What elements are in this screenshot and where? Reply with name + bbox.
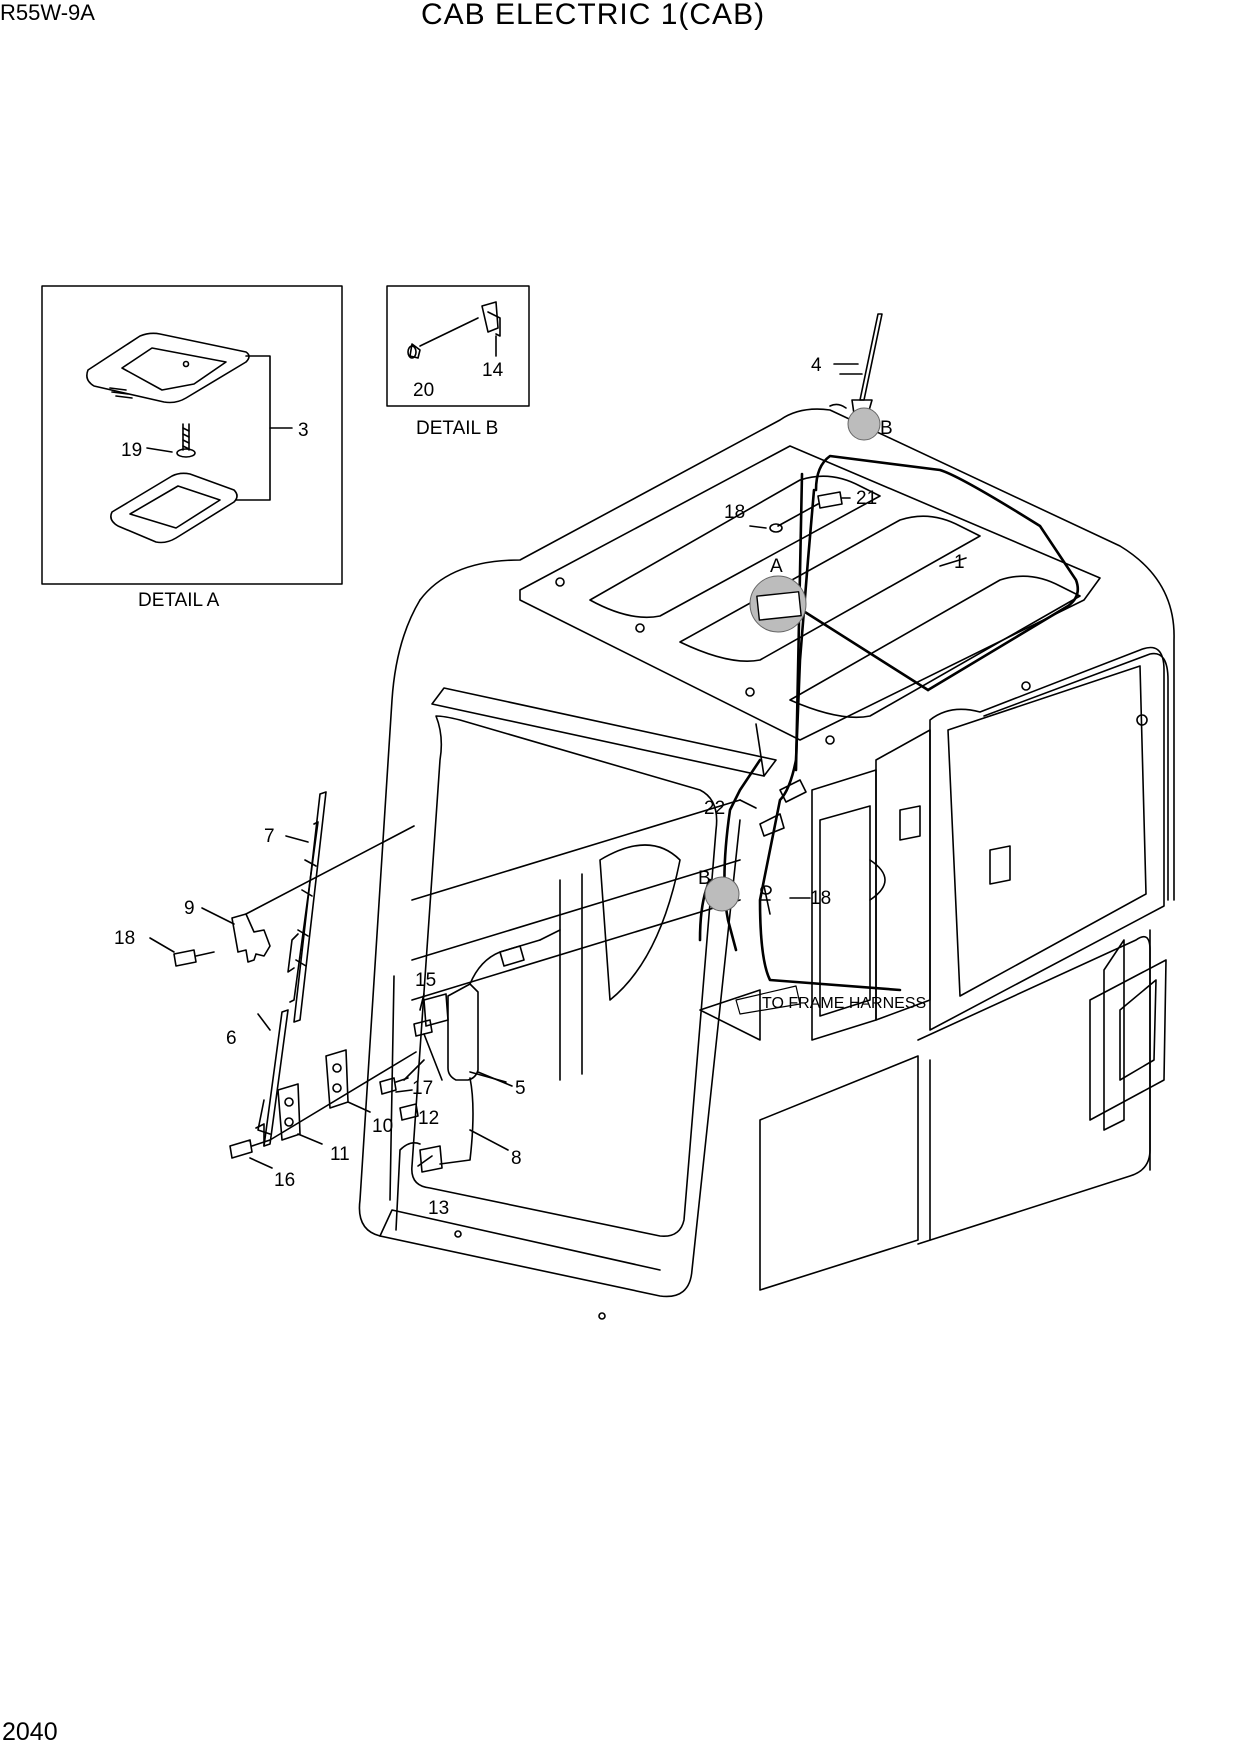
callout-17: 17 bbox=[412, 1078, 433, 1099]
callout-20: 20 bbox=[413, 380, 434, 401]
wiper-motor-drawing bbox=[379, 929, 561, 1231]
callout-18-left: 18 bbox=[114, 928, 135, 949]
leader-11 bbox=[297, 1133, 323, 1145]
callout-b-pillar: B bbox=[698, 868, 711, 889]
page-number: 2040 bbox=[2, 1718, 58, 1746]
callout-18-pillar: 18 bbox=[810, 888, 831, 909]
leader-10 bbox=[347, 1101, 371, 1113]
leader-12 bbox=[395, 1089, 413, 1093]
callout-19: 19 bbox=[121, 440, 142, 461]
callout-4: 4 bbox=[811, 355, 822, 376]
callout-9: 9 bbox=[184, 898, 195, 919]
callout-8: 8 bbox=[511, 1148, 522, 1169]
view-marker-b-pillar bbox=[704, 876, 740, 912]
callout-3: 3 bbox=[298, 420, 309, 441]
callout-18-roof: 18 bbox=[724, 502, 745, 523]
view-marker-b-roof bbox=[847, 407, 881, 441]
callout-14: 14 bbox=[482, 360, 504, 381]
callout-12: 12 bbox=[418, 1108, 439, 1129]
detail-a-caption: DETAIL A bbox=[138, 590, 220, 611]
room-lamp-drawing bbox=[86, 332, 293, 544]
wiper-drawing bbox=[173, 791, 417, 1159]
leader-18-left bbox=[149, 937, 175, 953]
leader-15 bbox=[419, 993, 425, 1011]
leader-9 bbox=[201, 907, 235, 925]
leader-13 bbox=[417, 1155, 433, 1167]
callout-a-roof: A bbox=[770, 556, 783, 577]
leader-7 bbox=[285, 835, 309, 843]
leader-18-roof bbox=[749, 525, 767, 529]
leader-5 bbox=[477, 1071, 513, 1087]
detail-a-panel: 3 19 bbox=[41, 285, 343, 585]
callout-16: 16 bbox=[274, 1170, 295, 1191]
harness-note: TO FRAME HARNESS bbox=[762, 995, 926, 1012]
detail-b-caption: DETAIL B bbox=[416, 418, 498, 439]
detail-b-panel bbox=[386, 285, 530, 407]
leader-16 bbox=[249, 1157, 273, 1169]
callout-5: 5 bbox=[515, 1078, 526, 1099]
callout-11: 11 bbox=[330, 1144, 350, 1165]
callout-22: 22 bbox=[704, 798, 725, 819]
callout-labels: 4 B 21 18 1 A 22 B 18 7 9 18 15 6 17 5 1… bbox=[114, 355, 965, 1219]
page-title: CAB ELECTRIC 1(CAB) bbox=[421, 0, 766, 31]
callout-1: 1 bbox=[954, 552, 965, 573]
leader-1 bbox=[939, 557, 967, 567]
cab-harness-drawing bbox=[698, 454, 1080, 992]
callout-15: 15 bbox=[415, 970, 436, 991]
leader-6 bbox=[257, 1013, 271, 1031]
callout-10: 10 bbox=[372, 1116, 393, 1137]
callout-13: 13 bbox=[428, 1198, 449, 1219]
callout-21: 21 bbox=[856, 488, 877, 509]
leader-8 bbox=[469, 1129, 509, 1151]
leader-17 bbox=[395, 1077, 409, 1083]
callout-7: 7 bbox=[264, 826, 275, 847]
callout-6: 6 bbox=[226, 1028, 237, 1049]
model-code: R55W-9A bbox=[0, 0, 95, 25]
callout-b-roof: B bbox=[880, 418, 893, 439]
leader-22 bbox=[739, 799, 757, 809]
cab-frame-drawing bbox=[358, 408, 1175, 1320]
